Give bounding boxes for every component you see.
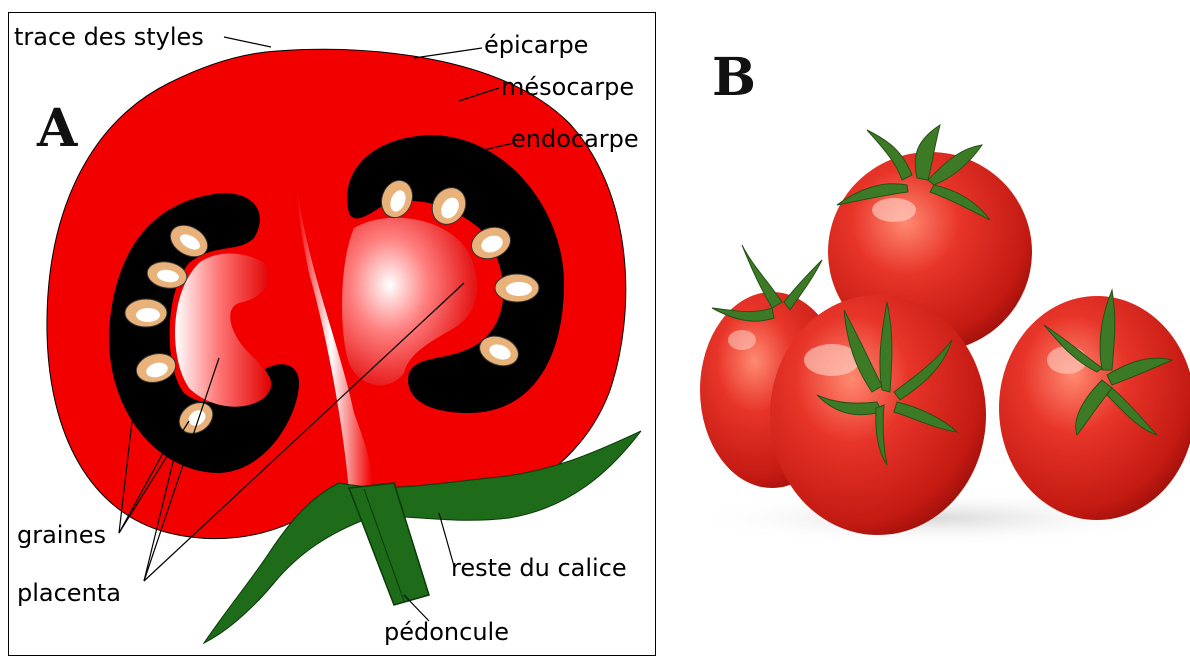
label-epicarpe: épicarpe xyxy=(484,33,588,57)
tomato-photo-svg xyxy=(672,40,1190,659)
label-mesocarpe: mésocarpe xyxy=(501,75,634,99)
panel-letter-a: A xyxy=(37,103,77,155)
tomato-right xyxy=(999,290,1190,520)
label-reste-du-calice: reste du calice xyxy=(451,556,627,580)
tomato-photo xyxy=(672,40,1190,659)
label-placenta: placenta xyxy=(17,581,121,605)
label-trace-des-styles: trace des styles xyxy=(14,25,204,49)
label-pedoncule: pédoncule xyxy=(384,620,509,644)
tomato-cross-section-diagram: A trace des styles épicarpe mésocarpe en… xyxy=(8,12,656,656)
label-graines: graines xyxy=(17,523,106,547)
tomato-front xyxy=(770,295,986,535)
label-endocarpe: endocarpe xyxy=(511,127,639,151)
